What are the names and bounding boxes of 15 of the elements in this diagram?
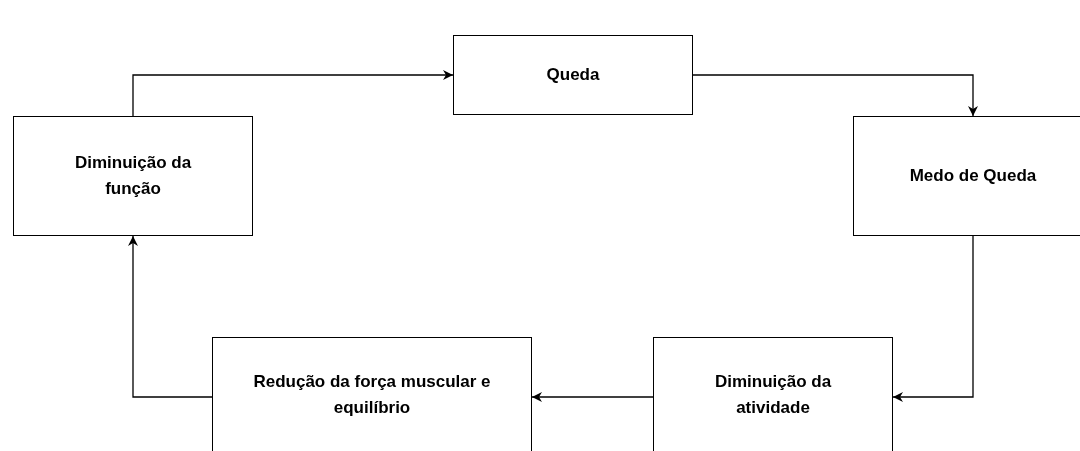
box-label: Diminuição da atividade bbox=[713, 371, 833, 419]
arrow bbox=[128, 235, 213, 398]
arrow bbox=[892, 235, 974, 402]
box-label: Medo de Queda bbox=[909, 165, 1037, 187]
box-label: Diminuição da função bbox=[73, 152, 193, 200]
arrow bbox=[132, 70, 454, 117]
process-box bbox=[13, 116, 253, 236]
process-box bbox=[212, 337, 532, 451]
process-box bbox=[653, 337, 893, 451]
arrow bbox=[531, 392, 654, 402]
box-label: Redução da força muscular e equilíbrio bbox=[252, 371, 492, 419]
box-label: Queda bbox=[546, 64, 600, 86]
arrow bbox=[692, 74, 978, 117]
process-box bbox=[453, 35, 693, 115]
process-box bbox=[853, 116, 1080, 236]
